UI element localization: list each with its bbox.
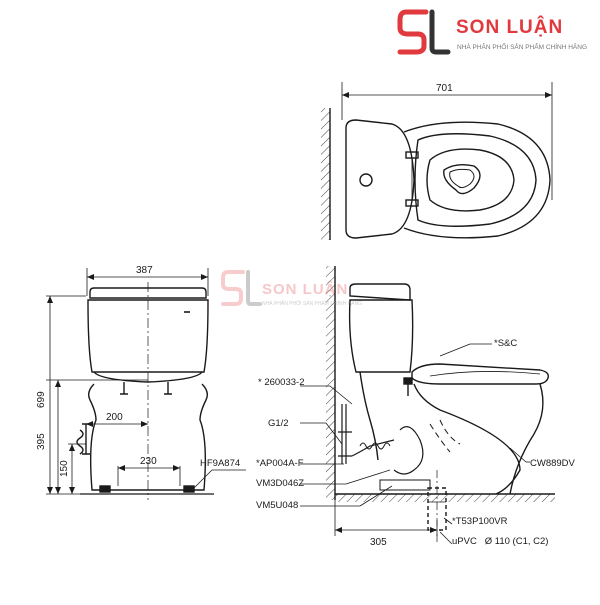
dim-floor-height: 150	[59, 460, 70, 477]
dim-inlet-height: 395	[36, 433, 47, 450]
dim-total-height: 699	[36, 391, 47, 408]
top-wall-hatch	[321, 108, 330, 240]
brand-logo	[397, 9, 451, 55]
logo-l-mark	[429, 9, 451, 55]
side-tank	[349, 283, 411, 301]
flush-button	[359, 173, 373, 187]
dim-rough-in: 305	[370, 537, 387, 548]
dim-front-width: 387	[136, 265, 153, 276]
part-outlet: *T53P100VR	[452, 516, 508, 527]
part-bowl: CW889DV	[530, 458, 576, 469]
top-bowl-inner	[426, 148, 515, 212]
watermark-logo	[221, 270, 262, 306]
part-supply-valve: * 260033-2	[258, 377, 304, 388]
part-supply-thread: G1/2	[268, 418, 289, 429]
front-supply-inlet	[76, 423, 90, 455]
side-seat	[411, 363, 550, 385]
part-flange: VM3D046Z	[256, 478, 304, 489]
brand-tagline: NHÀ PHÂN PHỐI SẢN PHẨM CHÍNH HÃNG	[457, 44, 588, 51]
front-tank	[89, 287, 207, 299]
part-adapter: *AP004A-F	[256, 458, 304, 469]
logo-s-mark	[397, 9, 429, 55]
side-supply-valve	[338, 404, 352, 464]
top-seat	[414, 133, 537, 227]
top-drain	[443, 163, 481, 195]
side-bowl	[359, 371, 521, 495]
top-bowl-outer	[403, 121, 551, 239]
dim-anchor-spacing: 230	[140, 456, 157, 467]
front-foot-left	[99, 485, 111, 493]
part-seat: *S&C	[494, 338, 517, 349]
side-hinge	[403, 377, 413, 385]
side-wall-hatch	[326, 266, 335, 500]
dim-top-width: 701	[436, 83, 453, 94]
watermark-tagline: NHÀ PHÂN PHỐI SẢN PHẨM CHÍNH HÃNG	[262, 301, 363, 307]
side-floor-hatch	[335, 494, 555, 502]
side-view	[300, 266, 555, 545]
top-view	[321, 82, 553, 240]
front-view	[46, 268, 246, 500]
part-bolt-cap: HF9A874	[200, 458, 240, 469]
front-foot-right	[183, 485, 195, 493]
top-tank	[345, 119, 415, 239]
side-trapway	[393, 426, 424, 475]
dim-inlet-offset: 200	[106, 412, 123, 423]
part-gasket: VM5U048	[256, 500, 298, 511]
front-bowl	[87, 383, 209, 491]
brand-name: SON LUẬN	[456, 17, 564, 38]
watermark-name: SON LUẬN	[262, 281, 349, 298]
part-pipe: uPVC Ø 110 (C1, C2)	[452, 536, 548, 547]
